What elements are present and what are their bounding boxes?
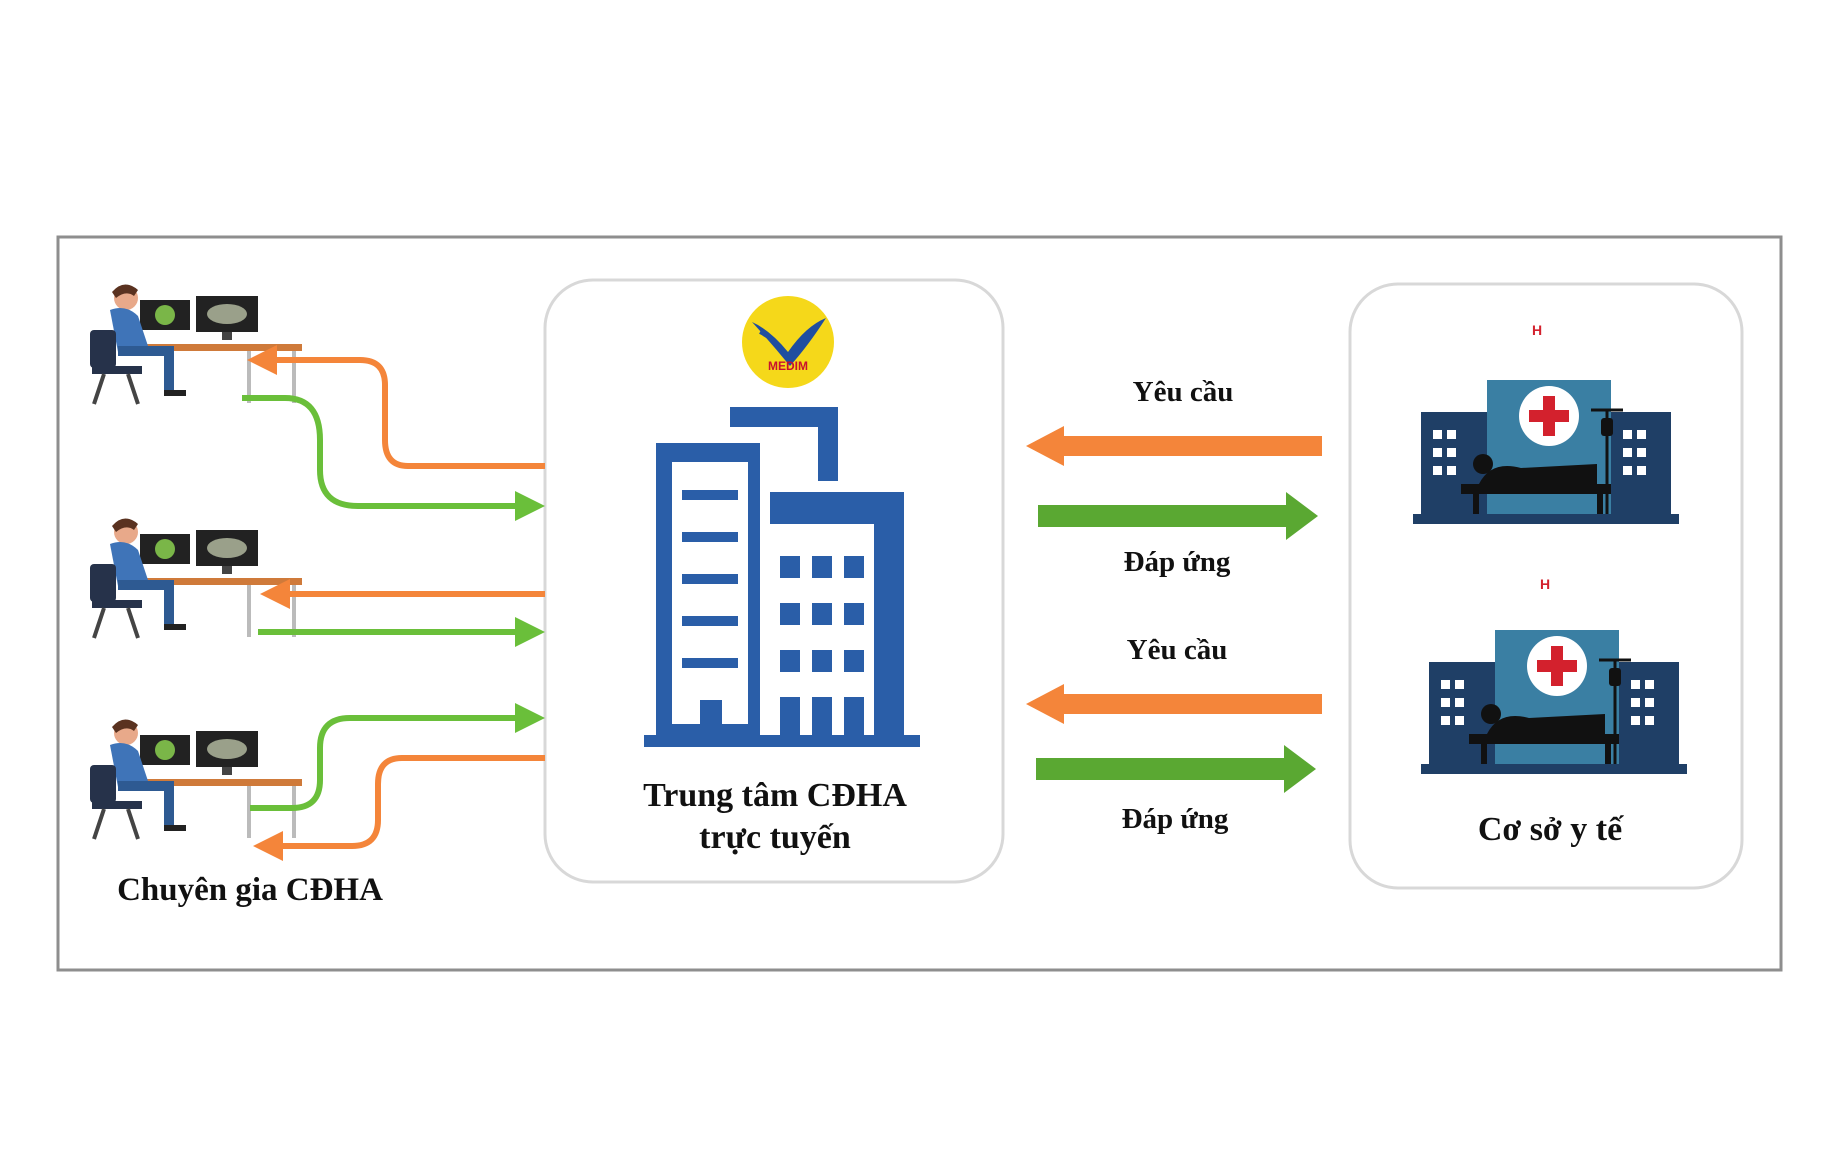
response-label: Đáp ứng — [1123, 546, 1231, 578]
hospital-title: Cơ sở y tế — [1477, 811, 1623, 848]
request-arrow-hospital-1 — [1026, 426, 1322, 466]
doctor-workstation-icon — [88, 516, 304, 640]
response-arrow-hospital-1 — [1038, 492, 1318, 540]
request-label: Yêu cầu — [1126, 634, 1228, 666]
request-arrow-expert-3 — [253, 755, 545, 861]
request-arrow-expert-1 — [247, 345, 545, 469]
center-title: Trung tâm CĐHA trực tuyến — [545, 775, 1005, 859]
outer-frame — [56, 235, 1783, 972]
response-label: Đáp ứng — [1121, 803, 1229, 835]
medim-logo: MEDIM — [742, 296, 834, 388]
center-title-line2: trực tuyến — [699, 819, 851, 856]
hospital-sign: H — [1532, 322, 1542, 338]
building-icon — [644, 407, 920, 747]
response-arrow-expert-3 — [250, 703, 545, 811]
request-label: Yêu cầu — [1132, 376, 1234, 408]
request-arrow-hospital-2 — [1026, 684, 1322, 724]
response-arrow-hospital-2 — [1036, 745, 1316, 793]
center-title-line1: Trung tâm CĐHA — [643, 777, 907, 814]
doctor-workstation-icon — [88, 717, 304, 841]
doctor-workstation-icon — [88, 282, 304, 406]
response-arrow-expert-1 — [242, 395, 545, 521]
svg-text:MEDIM: MEDIM — [768, 359, 808, 373]
experts-title: Chuyên gia CĐHA — [117, 872, 383, 908]
hospital-sign: H — [1540, 576, 1550, 592]
